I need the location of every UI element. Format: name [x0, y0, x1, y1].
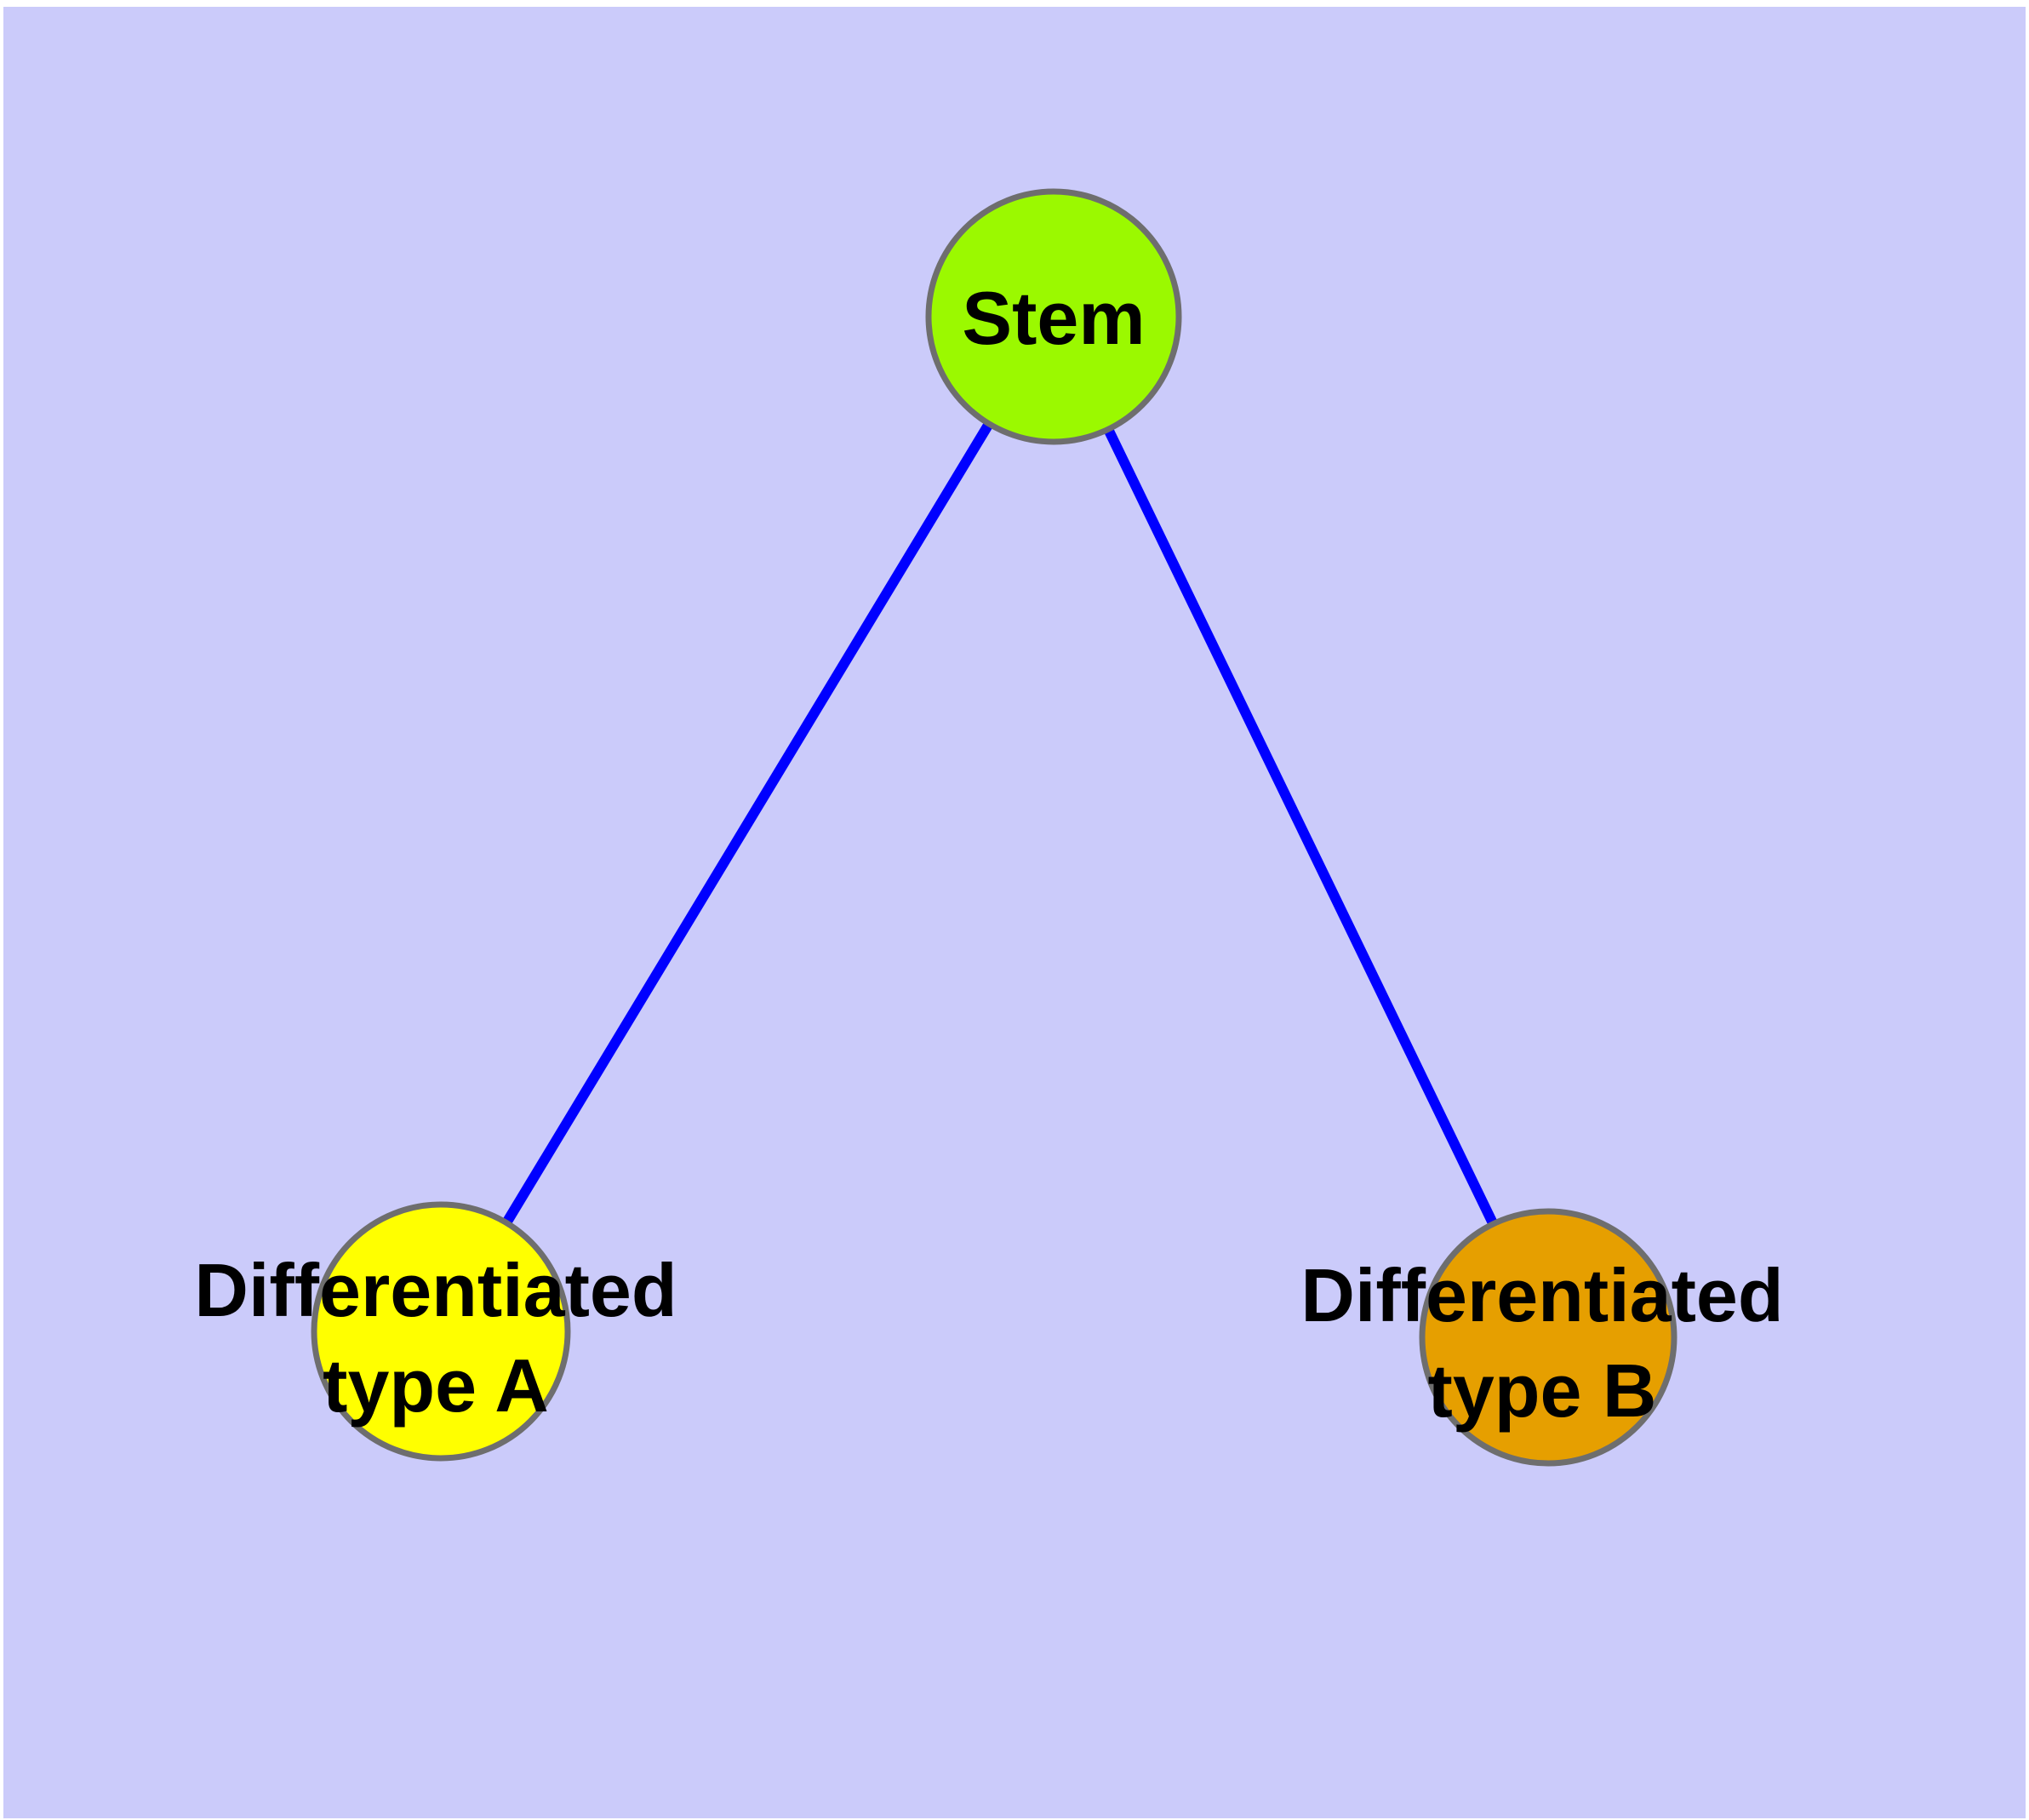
- node-type-a-circle: [311, 1201, 571, 1462]
- node-type-b-label: Differentiated type B: [1300, 1248, 1783, 1439]
- edge-stem-to-type-b: [1049, 312, 1553, 1342]
- node-type-a-label: Differentiated type A: [194, 1243, 677, 1434]
- node-type-a-label-line-1: Differentiated: [194, 1248, 677, 1332]
- node-stem-label: Stem: [962, 276, 1146, 360]
- node-stem-circle: [925, 188, 1182, 445]
- node-type-b-label-line-2: type B: [1427, 1348, 1657, 1433]
- node-type-b-circle: [1419, 1208, 1677, 1467]
- node-type-b-label-line-1: Differentiated: [1300, 1253, 1784, 1337]
- node-type-a-label-line-2: type A: [323, 1343, 549, 1428]
- edge-stem-to-type-a: [436, 312, 1059, 1336]
